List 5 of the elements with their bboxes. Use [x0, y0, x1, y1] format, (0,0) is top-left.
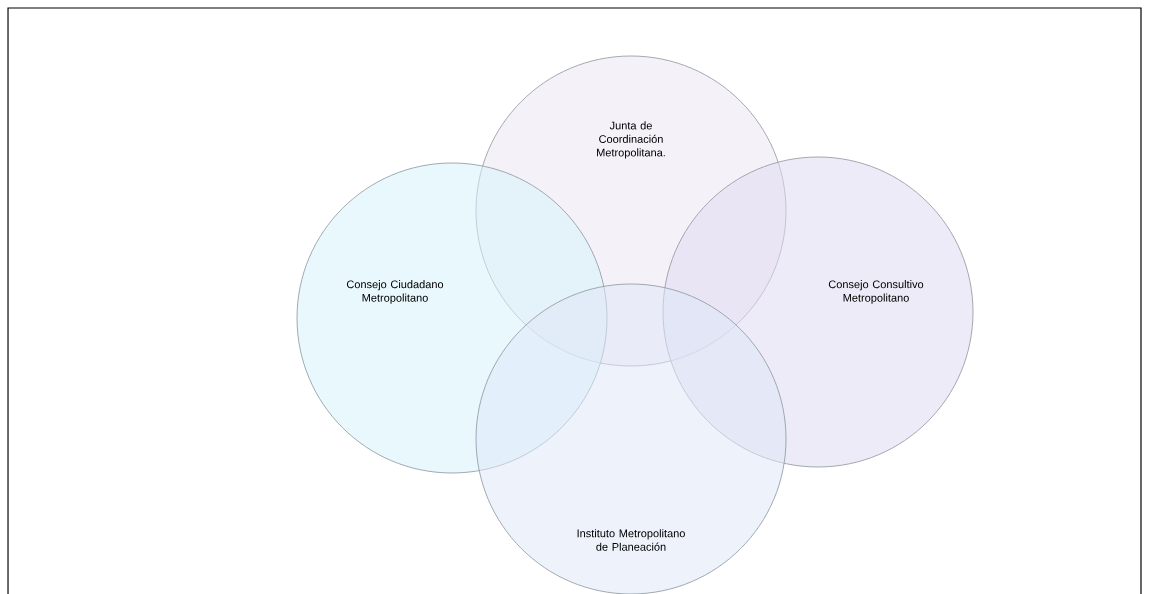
circle-label: Consejo Ciudadano Metropolitano: [346, 280, 444, 304]
circle-label: Consejo Consultivo Metropolitano: [828, 280, 924, 304]
circle: [475, 283, 787, 594]
circle-label: Junta de Coordinación Metropolitana.: [597, 121, 665, 159]
circle-label: Instituto Metropolitano de Planeación: [577, 529, 685, 551]
